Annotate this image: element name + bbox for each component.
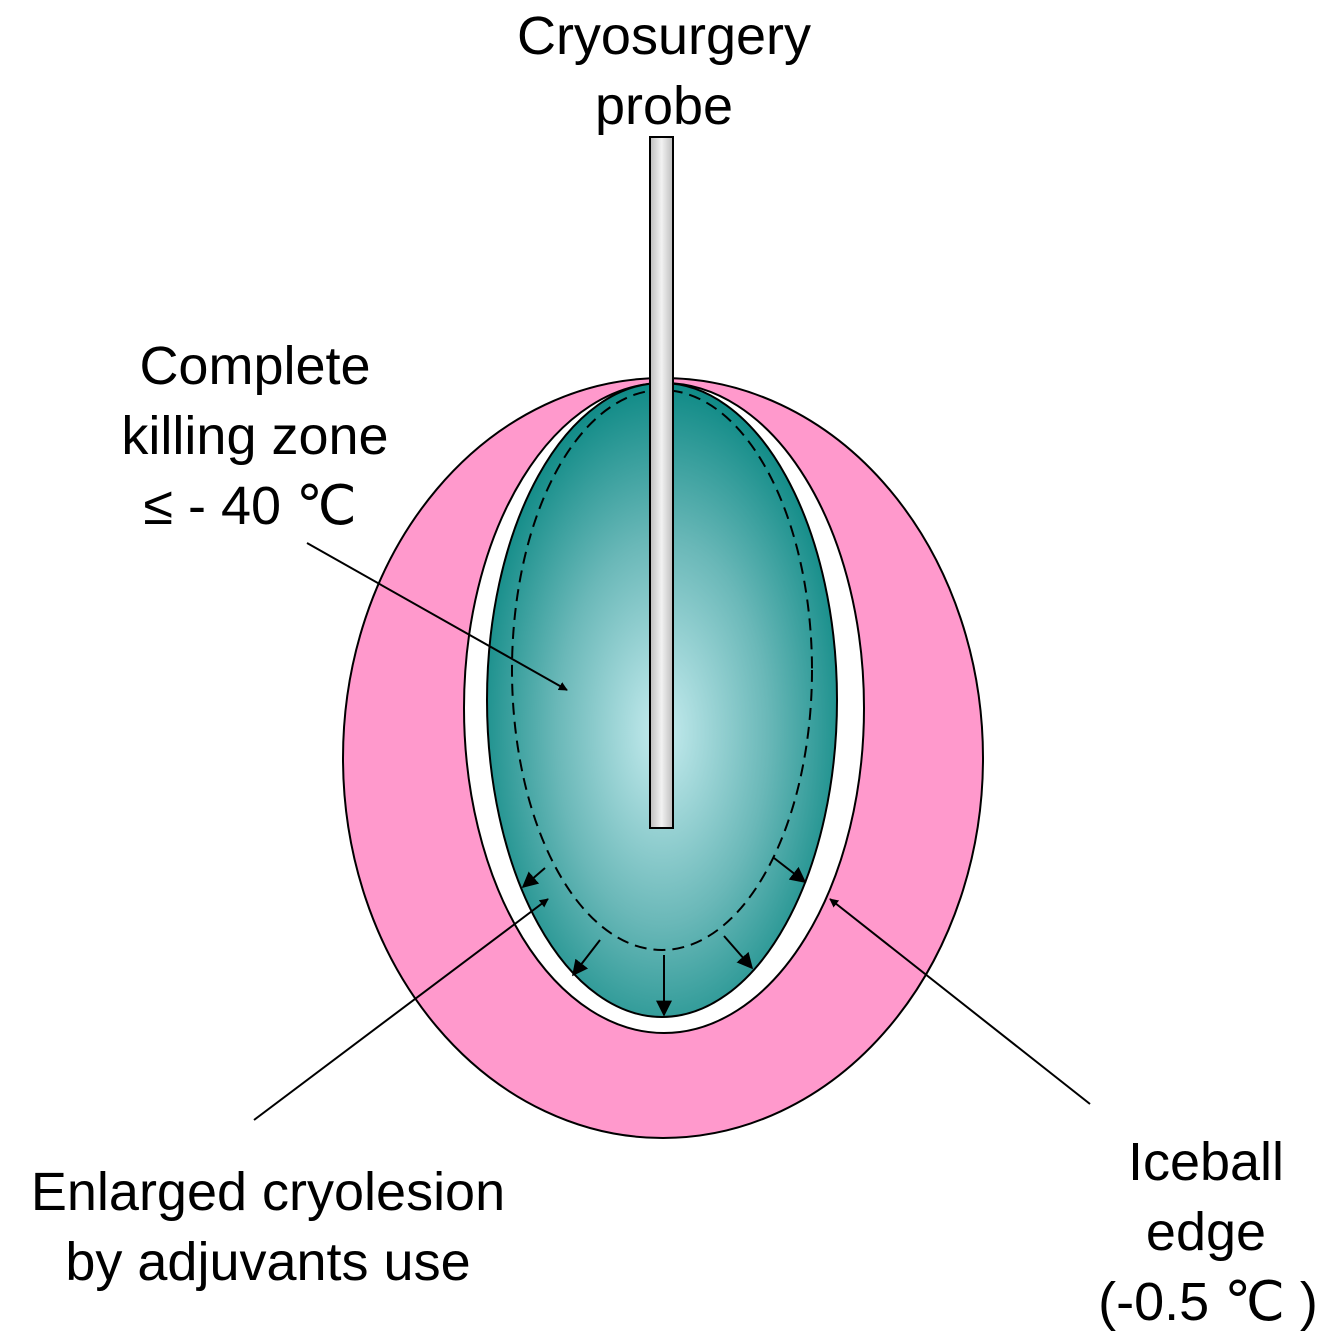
killing-zone-label-line1: Complete xyxy=(139,336,370,396)
killing-zone-label-line2: killing zone xyxy=(121,406,388,466)
iceball-edge-label-line1: Iceball xyxy=(1128,1132,1284,1192)
iceball-edge-temperature: (-0.5 ℃ ) xyxy=(1098,1272,1318,1332)
probe-label-line1: Cryosurgery xyxy=(517,6,811,66)
enlarged-cryolesion-label-line2: by adjuvants use xyxy=(65,1232,470,1292)
cryosurgery-probe xyxy=(650,137,673,828)
probe-label-line2: probe xyxy=(595,76,733,136)
iceball-edge-label-line2: edge xyxy=(1146,1202,1266,1262)
killing-zone-temperature: ≤ - 40 ℃ xyxy=(143,476,356,536)
enlarged-cryolesion-label-line1: Enlarged cryolesion xyxy=(31,1162,505,1222)
